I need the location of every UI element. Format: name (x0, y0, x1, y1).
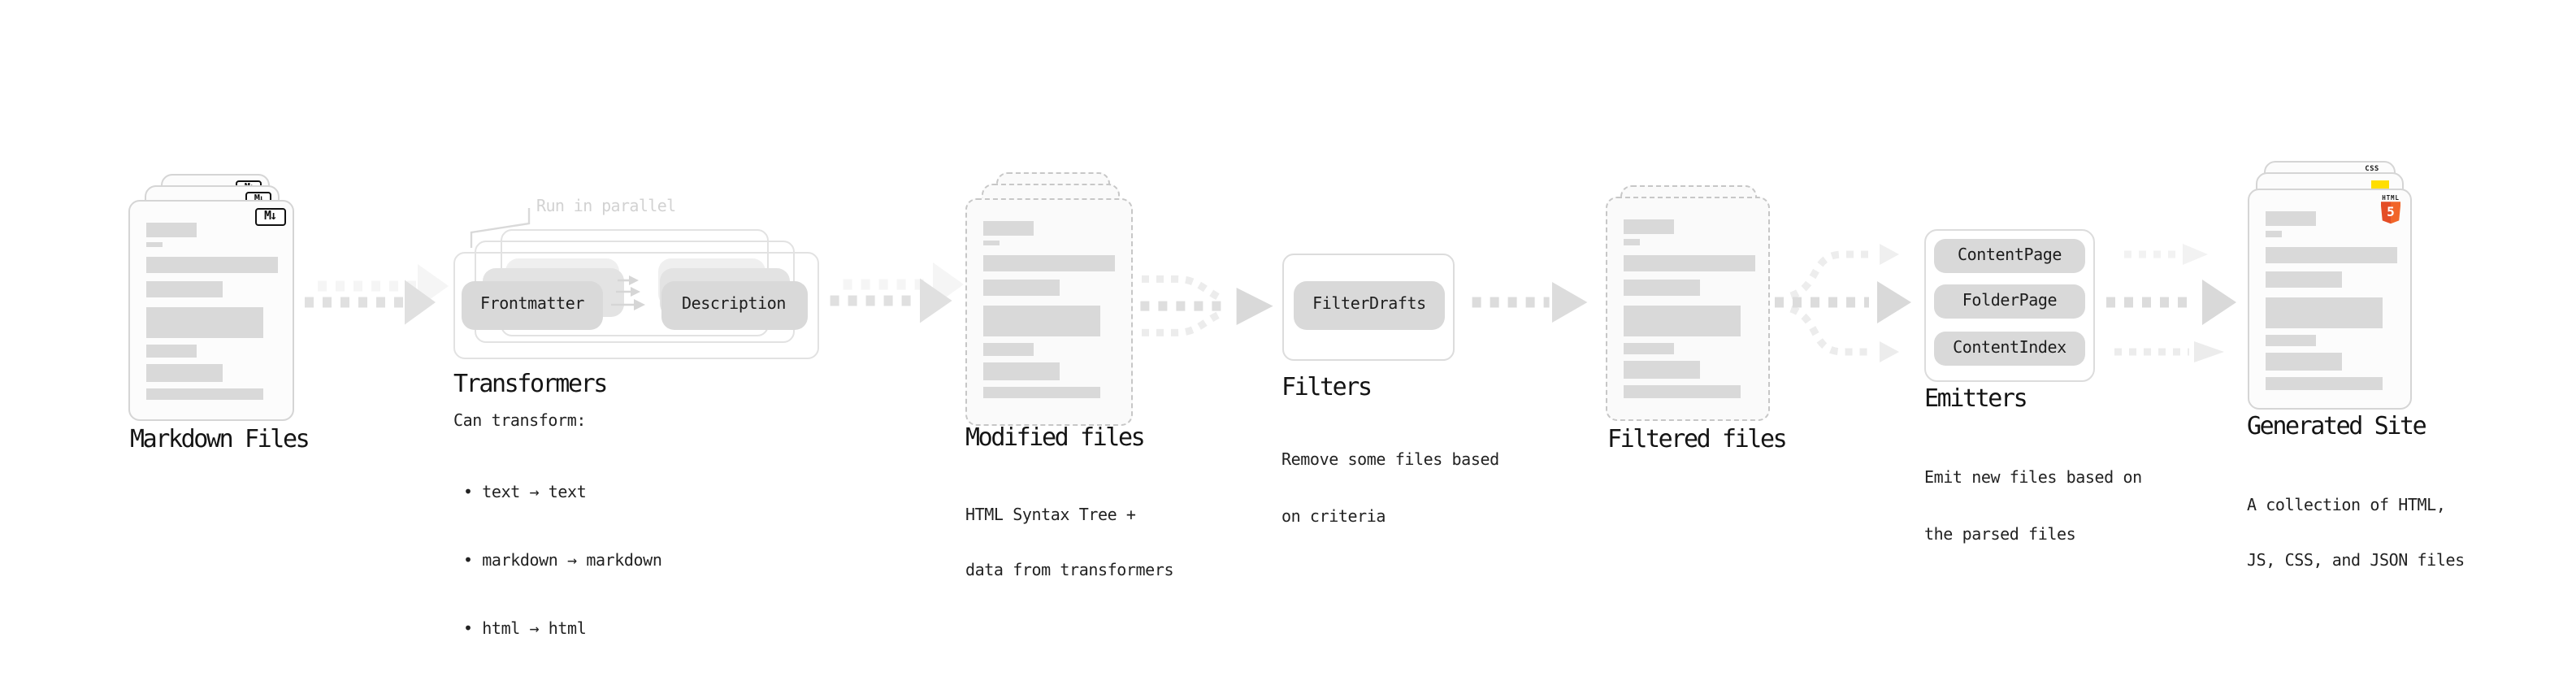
modified-file-card (965, 197, 1132, 425)
placeholder-bar (983, 280, 1060, 296)
markdown-file-card: M↓ (128, 199, 294, 420)
placeholder-bar (145, 281, 222, 297)
placeholder-bar (1623, 219, 1673, 234)
transformer-capability: • html → html (463, 620, 587, 638)
description-line: A collection of HTML, (2247, 497, 2446, 514)
flow-arrows-emitters-to-generated (2106, 244, 2236, 362)
placeholder-bar (983, 240, 1000, 245)
placeholder-bar (983, 343, 1034, 355)
placeholder-bar (2265, 353, 2341, 371)
placeholder-bar (145, 363, 222, 381)
placeholder-bar (145, 388, 262, 400)
html5-shield: 5 (2380, 202, 2401, 224)
file-content-placeholder (1623, 219, 1754, 397)
contentindex-node: ContentIndex (1934, 331, 2085, 366)
flow-arrow-transformers-to-modified (830, 262, 964, 323)
placeholder-bar (1623, 385, 1740, 397)
filters-description: Remove some files based on criteria (1281, 414, 1499, 564)
description-line: the parsed files (1924, 526, 2076, 544)
file-content-placeholder (145, 222, 277, 400)
placeholder-bar (983, 306, 1100, 336)
modified-files-description: HTML Syntax Tree + data from transformer… (965, 469, 1174, 618)
file-content-placeholder (2265, 211, 2396, 389)
placeholder-bar (1623, 279, 1699, 295)
flow-arrow-markdown-to-transformers (305, 264, 449, 325)
flow-arrow-filtered-to-emitters-fan-out (1775, 244, 1911, 362)
filterdrafts-node: FilterDrafts (1294, 280, 1445, 329)
run-in-parallel-leader-line (470, 208, 531, 248)
placeholder-bar (1623, 305, 1740, 336)
placeholder-bar (2265, 377, 2382, 389)
placeholder-bar (145, 241, 162, 247)
placeholder-bar (1623, 342, 1673, 354)
description-line: Emit new files based on (1924, 470, 2142, 488)
placeholder-bar (983, 255, 1115, 271)
contentpage-node: ContentPage (1934, 238, 2085, 273)
transformers-note: Can transform: (453, 413, 586, 431)
placeholder-bar (145, 307, 262, 338)
markdown-files-title: Markdown Files (130, 424, 310, 453)
placeholder-bar (2265, 297, 2382, 327)
emitters-title: Emitters (1924, 384, 2028, 413)
generated-html-file-card: HTML 5 (2247, 189, 2412, 409)
placeholder-bar (1623, 254, 1754, 271)
javascript-icon (2370, 180, 2389, 189)
run-in-parallel-annotation: Run in parallel (536, 198, 676, 216)
placeholder-bar (983, 220, 1034, 235)
markdown-icon: M↓ (254, 207, 285, 225)
modified-files-title: Modified files (965, 423, 1146, 452)
transformers-bullet-list: • text → text • markdown → markdown • ht… (463, 436, 662, 681)
flow-arrow-modified-to-filters-fan-in (1140, 275, 1273, 336)
html5-number: 5 (2387, 204, 2395, 219)
placeholder-bar (145, 345, 196, 357)
placeholder-bar (1623, 239, 1639, 245)
placeholder-bar (2265, 271, 2341, 287)
description-line: on criteria (1281, 508, 1386, 526)
transformers-panel-front (453, 252, 818, 358)
html5-icon-label: HTML (2382, 193, 2400, 201)
file-content-placeholder (983, 220, 1115, 398)
transformers-title: Transformers (453, 369, 608, 398)
description-line: Remove some files based (1281, 452, 1499, 470)
placeholder-bar (2265, 246, 2396, 262)
generated-site-description: A collection of HTML, JS, CSS, and JSON … (2247, 459, 2465, 609)
filtered-files-title: Filtered files (1607, 423, 1788, 453)
placeholder-bar (2265, 334, 2315, 346)
css-icon-label: CSS (2365, 165, 2379, 173)
generated-site-title: Generated Site (2247, 411, 2427, 440)
filters-title: Filters (1281, 372, 1373, 401)
transformer-capability: • text → text (463, 484, 587, 501)
transformer-capability: • markdown → markdown (463, 552, 662, 570)
description-line: data from transformers (965, 562, 1174, 580)
placeholder-bar (2265, 211, 2315, 226)
frontmatter-node: Frontmatter (462, 280, 603, 329)
folderpage-node: FolderPage (1934, 284, 2085, 319)
placeholder-bar (1623, 361, 1699, 379)
placeholder-bar (983, 362, 1060, 380)
transformer-parallel-arrows (611, 275, 645, 310)
placeholder-bar (145, 222, 196, 236)
flow-arrow-filters-to-filtered (1472, 282, 1588, 323)
description-line: JS, CSS, and JSON files (2247, 553, 2465, 570)
html5-icon: HTML 5 (2380, 193, 2401, 224)
description-line: HTML Syntax Tree + (965, 506, 1136, 524)
description-node: Description (661, 280, 807, 329)
placeholder-bar (2265, 231, 2281, 236)
filtered-file-card (1605, 197, 1770, 420)
emitters-description: Emit new files based on the parsed files (1924, 432, 2142, 582)
placeholder-bar (983, 386, 1100, 398)
placeholder-bar (145, 257, 277, 273)
